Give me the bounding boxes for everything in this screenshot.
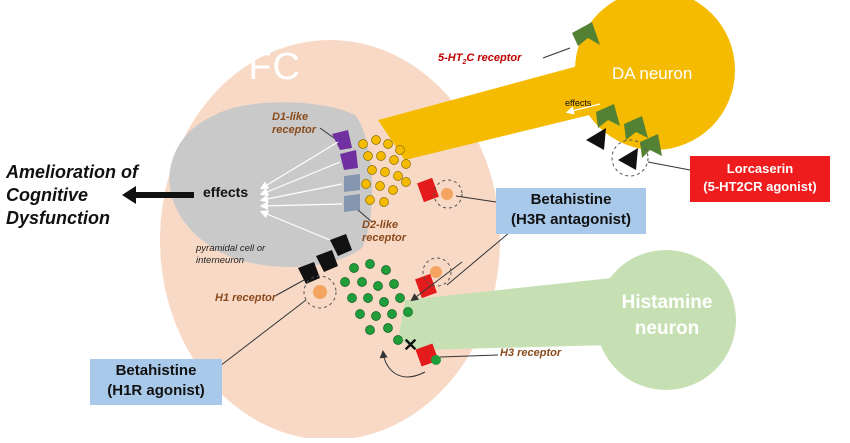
amelioration-arrow xyxy=(122,186,194,204)
d2-receptor-pointer xyxy=(357,209,373,223)
h1-receptor-label: H1 receptor xyxy=(215,292,277,304)
lorcaserin-ligand-1 xyxy=(586,128,606,150)
lorcaserin-binding-highlight xyxy=(611,139,649,177)
h3-autoreceptor-histamine xyxy=(431,355,441,365)
ht2c-receptor-top xyxy=(572,22,600,46)
betahistine-h3-ligand-histamine xyxy=(430,266,442,278)
histamine-neuron-label: Histamine neuron xyxy=(621,292,713,339)
h3-receptor-histamine xyxy=(415,273,437,299)
blocked-cross-icon: ✕ xyxy=(403,335,418,355)
betahistine-h1-title: Betahistine xyxy=(115,362,197,379)
betahistine-h3-title: Betahistine xyxy=(530,191,612,208)
lorcaserin-box: Lorcaserin (5-HT2CR agonist) xyxy=(690,156,830,202)
pyramidal-cell-label: pyramidal cell or interneuron xyxy=(196,243,266,266)
ht2c-receptor-mid xyxy=(596,104,620,128)
lorcaserin-subtitle: (5-HT2CR agonist) xyxy=(703,179,817,194)
ht2c-pointer xyxy=(542,47,571,59)
betahistine-h1-pointer xyxy=(219,299,307,367)
da-neuron-label: DA neuron xyxy=(612,64,693,83)
d1-receptor-2 xyxy=(340,150,358,170)
da-axon xyxy=(378,60,610,180)
amelioration-label: Amelioration of Cognitive Dysfunction xyxy=(6,162,139,228)
d2-receptor-1 xyxy=(344,174,360,192)
histamine-molecules xyxy=(340,259,413,345)
da-effects-arrow xyxy=(565,103,601,115)
pfc-label: PFC xyxy=(222,46,301,88)
lorcaserin-ligand-2 xyxy=(618,148,638,170)
h1-receptor-1 xyxy=(330,234,352,256)
lorcaserin-pointer xyxy=(647,161,691,171)
ht2c-receptor-mid2 xyxy=(624,116,648,140)
ht2c-prefix: 5-HT xyxy=(438,52,463,64)
effect-arrows xyxy=(259,141,343,241)
d1-receptor-pointer xyxy=(319,127,335,139)
betahistine-h3-subtitle: (H3R antagonist) xyxy=(511,211,631,228)
histamine-release-arrow xyxy=(410,261,463,302)
ht2c-subscript: 2 xyxy=(462,59,467,67)
d2-receptor-label: D2-like receptor xyxy=(362,219,407,244)
h1-binding-highlight xyxy=(303,275,337,309)
autoreceptor-feedback-arrow xyxy=(379,350,426,378)
pyramidal-cell xyxy=(169,102,373,267)
betahistine-h1-subtitle: (H1R agonist) xyxy=(107,382,205,399)
h3-receptor-label: H3 receptor xyxy=(500,347,562,359)
h1-receptor-pointer xyxy=(274,279,305,297)
betahistine-h1-box: Betahistine (H1R agonist) xyxy=(90,359,222,405)
h3-binding-highlight-histamine xyxy=(422,257,452,287)
betahistine-h3-box: Betahistine (H3R antagonist) xyxy=(496,188,646,234)
d1-receptor-label: D1-like receptor xyxy=(272,111,317,136)
h3-binding-highlight-da xyxy=(433,179,463,209)
h1-receptor-2 xyxy=(316,250,338,272)
h3-receptor-pointer xyxy=(439,354,499,358)
betahistine-h3-pointer-da xyxy=(455,195,497,203)
betahistine-h3-ligand-da xyxy=(441,188,453,200)
betahistine-h3-pointer-histamine xyxy=(446,231,511,286)
dopamine-molecules xyxy=(358,135,411,207)
d2-receptor-2 xyxy=(344,194,360,212)
d1-receptor-1 xyxy=(332,130,352,150)
histamine-neuron xyxy=(596,250,736,390)
lorcaserin-title: Lorcaserin xyxy=(726,161,794,176)
ht2c-receptor-bottom xyxy=(640,134,662,158)
betahistine-h1-ligand xyxy=(313,285,327,299)
h3-receptor-da xyxy=(417,177,439,203)
da-effects-label: effects xyxy=(565,98,592,108)
histamine-axon xyxy=(398,278,612,350)
ht2c-suffix: C receptor xyxy=(466,52,522,64)
h1-receptor-3 xyxy=(298,262,320,284)
effects-label: effects xyxy=(203,184,249,200)
ht2c-receptor-label: 5-HT2C receptor xyxy=(438,52,521,66)
